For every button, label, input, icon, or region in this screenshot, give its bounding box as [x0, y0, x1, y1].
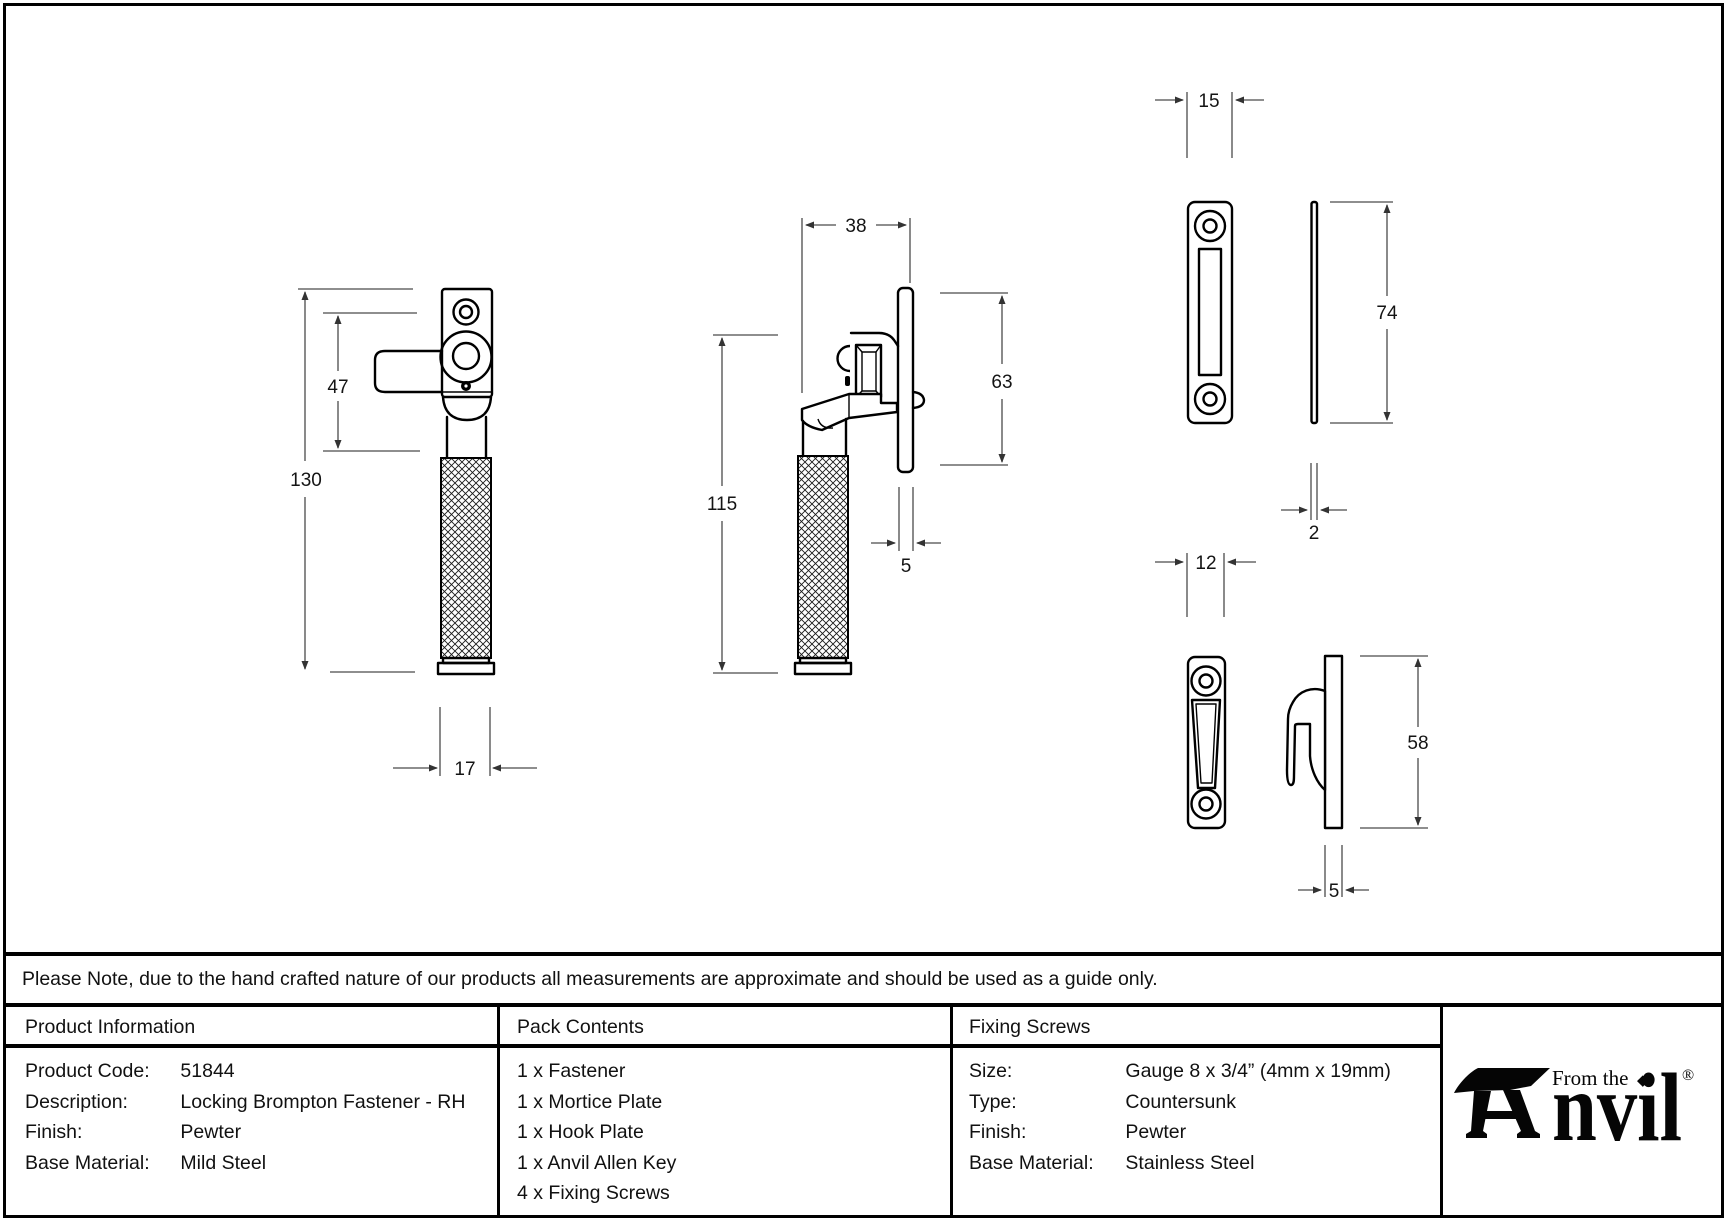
dim-label-side-plate-height: 63	[991, 372, 1012, 393]
row-label: Base Material:	[969, 1151, 1094, 1174]
row-value: Locking Brompton Fastener - RH	[180, 1090, 466, 1113]
row-label: Base Material:	[25, 1151, 150, 1174]
technical-drawing: 130 47 17 38	[290, 91, 1429, 902]
dim-label-grip-width: 17	[454, 759, 475, 780]
screw-hole	[1190, 665, 1222, 697]
table-row: Size: Gauge 8 x 3/4” (4mm x 19mm)	[969, 1056, 1391, 1087]
hook	[1285, 687, 1327, 792]
knurled-grip	[440, 457, 492, 659]
row-label: Description:	[25, 1090, 128, 1113]
list-item: 4 x Fixing Screws	[517, 1182, 670, 1204]
registered-mark: ®	[1682, 1067, 1694, 1084]
spec-table: Product Information Pack Contents Fixing…	[3, 1007, 1724, 1218]
dim-label-side-plate-thickness: 5	[901, 556, 912, 577]
column-divider	[1440, 1007, 1443, 1218]
list-item: 1 x Hook Plate	[517, 1121, 644, 1143]
table-row: Description: Locking Brompton Fastener -…	[25, 1087, 465, 1118]
anvil-icon	[1454, 1068, 1550, 1138]
dim-label-side-handle-length: 115	[707, 494, 737, 515]
page-frame	[3, 3, 1724, 1218]
row-value: Mild Steel	[180, 1151, 267, 1174]
screw-hole	[1190, 788, 1222, 820]
dim-label-mortice-width: 15	[1198, 91, 1219, 112]
brand-from-the: From the	[1552, 1066, 1628, 1090]
fixing-screws-header: Fixing Screws	[969, 1016, 1091, 1038]
row-value: Pewter	[1125, 1121, 1187, 1143]
brand-logo: From the ◆ nvil ®	[1454, 1054, 1694, 1161]
table-row: Finish: Pewter	[25, 1117, 465, 1148]
pack-contents-header: Pack Contents	[517, 1016, 644, 1038]
pack-contents-body: 1 x Fastener 1 x Mortice Plate 1 x Hook …	[517, 1056, 676, 1209]
column-divider	[497, 1007, 500, 1218]
diamond-icon: ◆	[1637, 1073, 1649, 1089]
screw-hole	[1193, 209, 1227, 243]
row-value: Pewter	[180, 1121, 242, 1143]
fastener-side-view: 38 115 63 5	[707, 216, 1013, 676]
list-item: 1 x Mortice Plate	[517, 1090, 663, 1113]
handle-arm	[373, 349, 444, 394]
row-label: Finish:	[25, 1121, 83, 1143]
table-row: Type: Countersunk	[969, 1087, 1391, 1118]
row-value: 51844	[180, 1060, 235, 1082]
product-information-body: Product Code: 51844 Description: Locking…	[25, 1056, 465, 1178]
dim-label-side-projection: 38	[845, 216, 866, 237]
lock-body-side	[854, 343, 883, 399]
hook-plate-side-view: 58 5	[1285, 654, 1429, 902]
hook-slot	[1190, 698, 1222, 790]
dim-label-lock-section-height: 47	[327, 377, 348, 398]
hook-plate-front-view: 12	[1155, 553, 1256, 830]
table-row: Base Material: Stainless Steel	[969, 1148, 1391, 1179]
list-item: 1 x Fastener	[517, 1060, 626, 1082]
row-label: Finish:	[969, 1121, 1027, 1143]
note-bar: Please Note, due to the hand crafted nat…	[3, 952, 1724, 1007]
product-information-header: Product Information	[25, 1016, 196, 1038]
row-label: Type:	[969, 1090, 1017, 1113]
row-value: Stainless Steel	[1125, 1151, 1255, 1174]
fastener-front-view: 130 47 17	[290, 287, 537, 780]
list-item: 1 x Anvil Allen Key	[517, 1151, 677, 1174]
note-text: Please Note, due to the hand crafted nat…	[22, 968, 1158, 990]
table-row: Base Material: Mild Steel	[25, 1148, 465, 1179]
dim-label-fastener-height: 130	[290, 470, 322, 491]
mortice-plate-side-view: 74 2	[1281, 200, 1398, 544]
row-value: Gauge 8 x 3/4” (4mm x 19mm)	[1125, 1060, 1391, 1082]
dim-label-hook-thickness: 5	[1329, 881, 1340, 902]
screw-hole	[1193, 382, 1227, 416]
mortice-plate-front-view: 15	[1155, 91, 1264, 425]
column-divider	[950, 1007, 953, 1218]
table-row: Product Code: 51844	[25, 1056, 465, 1087]
lock-boss	[439, 330, 493, 384]
dim-label-hook-height: 58	[1407, 733, 1428, 754]
row-label: Product Code:	[25, 1060, 150, 1082]
header-divider	[3, 1044, 1440, 1048]
dim-label-mortice-height: 74	[1376, 303, 1398, 324]
brand-name: nvil	[1552, 1054, 1682, 1161]
dim-label-hook-width: 12	[1195, 553, 1216, 574]
row-value: Countersunk	[1125, 1090, 1236, 1113]
mortice-slot	[1197, 247, 1223, 377]
table-row: Finish: Pewter	[969, 1117, 1391, 1148]
row-label: Size:	[969, 1060, 1013, 1082]
fixing-screws-body: Size: Gauge 8 x 3/4” (4mm x 19mm) Type: …	[969, 1056, 1391, 1178]
dim-label-mortice-thickness: 2	[1309, 523, 1320, 544]
knurled-grip-side	[797, 455, 849, 659]
backplate-side	[896, 286, 915, 474]
screw-hole	[452, 298, 480, 326]
